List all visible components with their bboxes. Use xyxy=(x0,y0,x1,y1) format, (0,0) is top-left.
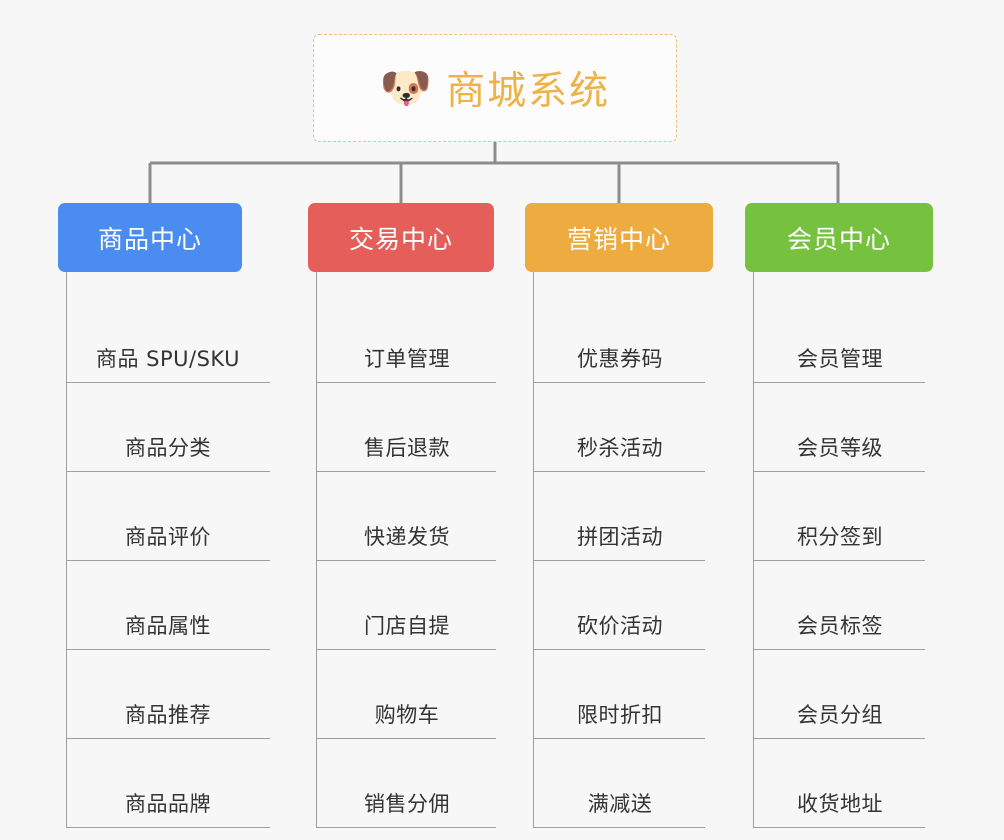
leaf-underline xyxy=(316,649,496,650)
leaf-item[interactable]: 门店自提 xyxy=(308,561,506,650)
leaf-item[interactable]: 销售分佣 xyxy=(308,739,506,828)
branch-column-member: 会员中心 会员管理 会员等级 积分签到 会员标签 会员分组 xyxy=(745,203,935,828)
leaf-underline xyxy=(533,827,705,828)
branch-header-label: 商品中心 xyxy=(97,224,202,254)
leaf-item[interactable]: 商品分类 xyxy=(58,383,278,472)
branch-header-label: 会员中心 xyxy=(786,224,891,254)
leaf-underline xyxy=(66,827,270,828)
leaf-label: 销售分佣 xyxy=(364,792,450,816)
leaf-label: 门店自提 xyxy=(364,614,450,638)
leaf-label: 快递发货 xyxy=(364,525,450,549)
leaf-item[interactable]: 秒杀活动 xyxy=(525,383,715,472)
branch-column-marketing: 营销中心 优惠券码 秒杀活动 拼团活动 砍价活动 限时折扣 xyxy=(525,203,715,828)
leaf-item[interactable]: 会员等级 xyxy=(745,383,935,472)
dog-face-icon: 🐶 xyxy=(379,63,433,112)
leaf-label: 积分签到 xyxy=(797,525,883,549)
leaf-label: 商品评价 xyxy=(125,525,211,549)
leaf-label: 满减送 xyxy=(587,792,653,816)
leaf-item[interactable]: 商品评价 xyxy=(58,472,278,561)
leaf-underline xyxy=(66,471,270,472)
leaf-list-member: 会员管理 会员等级 积分签到 会员标签 会员分组 收货地址 xyxy=(745,272,935,828)
leaf-label: 商品 SPU/SKU xyxy=(95,347,241,371)
leaf-item[interactable]: 限时折扣 xyxy=(525,650,715,739)
leaf-label: 会员等级 xyxy=(797,436,883,460)
leaf-list-trade: 订单管理 售后退款 快递发货 门店自提 购物车 销售分佣 xyxy=(308,272,506,828)
leaf-label: 优惠券码 xyxy=(577,347,663,371)
leaf-item[interactable]: 满减送 xyxy=(525,739,715,828)
leaf-label: 商品推荐 xyxy=(125,703,211,727)
branch-column-product: 商品中心 商品 SPU/SKU 商品分类 商品评价 商品属性 商品推荐 xyxy=(58,203,278,828)
leaf-underline xyxy=(533,560,705,561)
branch-spine xyxy=(316,272,317,828)
branch-column-trade: 交易中心 订单管理 售后退款 快递发货 门店自提 购物车 xyxy=(308,203,506,828)
branch-header-label: 交易中心 xyxy=(348,224,453,254)
leaf-item[interactable]: 收货地址 xyxy=(745,739,935,828)
leaf-list-marketing: 优惠券码 秒杀活动 拼团活动 砍价活动 限时折扣 满减送 xyxy=(525,272,715,828)
leaf-underline xyxy=(753,827,925,828)
leaf-underline xyxy=(533,649,705,650)
leaf-label: 订单管理 xyxy=(364,347,450,371)
leaf-underline xyxy=(533,382,705,383)
leaf-underline xyxy=(533,471,705,472)
leaf-underline xyxy=(316,738,496,739)
leaf-label: 会员管理 xyxy=(797,347,883,371)
leaf-label: 会员分组 xyxy=(797,703,883,727)
leaf-label: 收货地址 xyxy=(797,792,883,816)
leaf-underline xyxy=(533,738,705,739)
branch-spine xyxy=(533,272,534,828)
branch-header-product[interactable]: 商品中心 xyxy=(58,203,242,272)
leaf-underline xyxy=(66,560,270,561)
leaf-item[interactable]: 会员标签 xyxy=(745,561,935,650)
leaf-item[interactable]: 商品品牌 xyxy=(58,739,278,828)
leaf-underline xyxy=(316,382,496,383)
leaf-item[interactable]: 购物车 xyxy=(308,650,506,739)
leaf-underline xyxy=(753,649,925,650)
leaf-label: 拼团活动 xyxy=(577,525,663,549)
leaf-item[interactable]: 订单管理 xyxy=(308,294,506,383)
leaf-item[interactable]: 拼团活动 xyxy=(525,472,715,561)
branch-spine xyxy=(753,272,754,828)
branch-header-member[interactable]: 会员中心 xyxy=(745,203,933,272)
leaf-item[interactable]: 积分签到 xyxy=(745,472,935,561)
leaf-underline xyxy=(66,382,270,383)
branch-header-marketing[interactable]: 营销中心 xyxy=(525,203,713,272)
leaf-underline xyxy=(66,649,270,650)
leaf-item[interactable]: 商品属性 xyxy=(58,561,278,650)
root-node[interactable]: 🐶 商城系统 xyxy=(313,34,677,142)
leaf-label: 售后退款 xyxy=(364,436,450,460)
leaf-underline xyxy=(753,471,925,472)
leaf-label: 购物车 xyxy=(374,703,440,727)
branch-header-label: 营销中心 xyxy=(566,224,671,254)
leaf-label: 商品品牌 xyxy=(125,792,211,816)
leaf-underline xyxy=(753,738,925,739)
leaf-label: 秒杀活动 xyxy=(577,436,663,460)
leaf-list-product: 商品 SPU/SKU 商品分类 商品评价 商品属性 商品推荐 商品品牌 xyxy=(58,272,278,828)
leaf-underline xyxy=(66,738,270,739)
leaf-label: 砍价活动 xyxy=(577,614,663,638)
root-title: 商城系统 xyxy=(446,69,611,114)
leaf-underline xyxy=(316,471,496,472)
leaf-item[interactable]: 优惠券码 xyxy=(525,294,715,383)
leaf-item[interactable]: 快递发货 xyxy=(308,472,506,561)
leaf-underline xyxy=(753,560,925,561)
branch-spine xyxy=(66,272,67,828)
leaf-item[interactable]: 会员分组 xyxy=(745,650,935,739)
leaf-label: 限时折扣 xyxy=(577,703,663,727)
branch-header-trade[interactable]: 交易中心 xyxy=(308,203,494,272)
leaf-item[interactable]: 会员管理 xyxy=(745,294,935,383)
leaf-item[interactable]: 商品 SPU/SKU xyxy=(58,294,278,383)
leaf-item[interactable]: 商品推荐 xyxy=(58,650,278,739)
leaf-underline xyxy=(316,560,496,561)
leaf-label: 会员标签 xyxy=(797,614,883,638)
leaf-underline xyxy=(316,827,496,828)
leaf-label: 商品分类 xyxy=(125,436,211,460)
leaf-item[interactable]: 砍价活动 xyxy=(525,561,715,650)
leaf-item[interactable]: 售后退款 xyxy=(308,383,506,472)
leaf-label: 商品属性 xyxy=(125,614,211,638)
leaf-underline xyxy=(753,382,925,383)
